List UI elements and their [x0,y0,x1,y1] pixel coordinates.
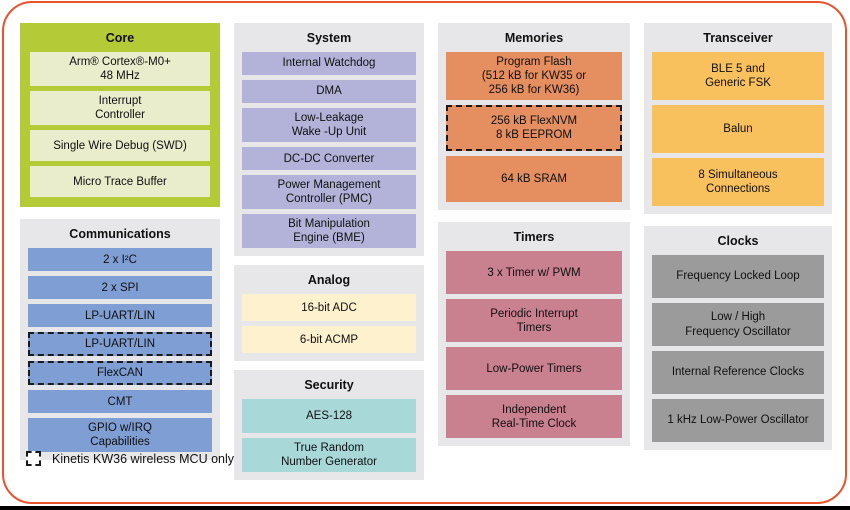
block-simultaneous-connections: 8 Simultaneous Connections [652,158,824,206]
section-communications: Communications 2 x I²C 2 x SPI LP-UART/L… [20,219,220,461]
section-transceiver-title: Transceiver [703,31,773,45]
section-memories-items: Program Flash (512 kB for KW35 or 256 kB… [446,52,622,203]
block-lp-uart-lin-2-kw36-only: LP-UART/LIN [28,332,212,357]
section-communications-title: Communications [69,227,171,242]
block-program-flash: Program Flash (512 kB for KW35 or 256 kB… [446,52,622,101]
section-communications-items: 2 x I²C 2 x SPI LP-UART/LIN LP-UART/LIN … [28,248,212,453]
dashed-box-icon [26,451,41,466]
section-clocks: Clocks Frequency Locked Loop Low / High … [644,226,832,450]
block-interrupt-controller: Interrupt Controller [30,91,210,126]
block-acmp: 6-bit ACMP [242,326,416,354]
section-clocks-title: Clocks [717,234,759,248]
block-i2c: 2 x I²C [28,248,212,272]
section-core: Core Arm® Cortex®-M0+ 48 MHz Interrupt C… [20,23,220,208]
block-true-random-number-generator: True Random Number Generator [242,438,416,473]
section-security-items: AES-128 True Random Number Generator [242,399,416,473]
block-dma: DMA [242,80,416,103]
block-low-power-timers: Low-Power Timers [446,347,622,391]
block-frequency-locked-loop: Frequency Locked Loop [652,255,824,298]
section-system-items: Internal Watchdog DMA Low-Leakage Wake -… [242,52,416,249]
column-transceiver-clocks: Transceiver BLE 5 and Generic FSK Balun … [644,23,832,480]
block-low-leakage-wakeup: Low-Leakage Wake -Up Unit [242,108,416,143]
block-low-high-frequency-oscillator: Low / High Frequency Oscillator [652,303,824,346]
block-balun: Balun [652,105,824,153]
block-spi: 2 x SPI [28,276,212,300]
section-transceiver: Transceiver BLE 5 and Generic FSK Balun … [644,23,832,214]
section-memories: Memories Program Flash (512 kB for KW35 … [438,23,630,211]
section-security: Security AES-128 True Random Number Gene… [234,370,424,481]
block-periodic-interrupt-timers: Periodic Interrupt Timers [446,299,622,343]
section-timers: Timers 3 x Timer w/ PWM Periodic Interru… [438,222,630,447]
legend-label: Kinetis KW36 wireless MCU only [52,451,234,466]
section-timers-items: 3 x Timer w/ PWM Periodic Interrupt Time… [446,251,622,439]
bottom-edge-bar [0,506,850,510]
block-arm-cortex-m0: Arm® Cortex®-M0+ 48 MHz [30,52,210,87]
block-ble5-generic-fsk: BLE 5 and Generic FSK [652,52,824,100]
block-1khz-low-power-oscillator: 1 kHz Low-Power Oscillator [652,399,824,442]
block-diagram: Core Arm® Cortex®-M0+ 48 MHz Interrupt C… [20,23,832,481]
section-analog-title: Analog [307,273,351,288]
block-internal-watchdog: Internal Watchdog [242,52,416,75]
block-lp-uart-lin-1: LP-UART/LIN [28,304,212,328]
block-micro-trace-buffer: Micro Trace Buffer [30,166,210,198]
block-aes-128: AES-128 [242,399,416,434]
section-transceiver-items: BLE 5 and Generic FSK Balun 8 Simultaneo… [652,52,824,206]
block-flexnvm-eeprom-kw36-only: 256 kB FlexNVM 8 kB EEPROM [446,105,622,152]
block-sram: 64 kB SRAM [446,156,622,203]
section-timers-title: Timers [513,230,555,245]
section-system: System Internal Watchdog DMA Low-Leakage… [234,23,424,257]
block-independent-rtc: Independent Real-Time Clock [446,395,622,439]
block-cmt: CMT [28,390,212,414]
block-adc: 16-bit ADC [242,294,416,322]
section-core-title: Core [105,31,135,45]
block-internal-reference-clocks: Internal Reference Clocks [652,351,824,394]
block-timer-pwm: 3 x Timer w/ PWM [446,251,622,295]
block-flexcan-kw36-only: FlexCAN [28,361,212,386]
block-gpio-irq: GPIO w/IRQ Capabilities [28,418,212,453]
section-system-title: System [306,31,352,45]
column-memories-timers: Memories Program Flash (512 kB for KW35 … [438,23,630,480]
section-core-items: Arm® Cortex®-M0+ 48 MHz Interrupt Contro… [30,52,210,198]
section-analog: Analog 16-bit ADC 6-bit ACMP [234,265,424,362]
column-system-analog-security: System Internal Watchdog DMA Low-Leakage… [234,23,424,481]
block-single-wire-debug: Single Wire Debug (SWD) [30,130,210,162]
legend: Kinetis KW36 wireless MCU only [26,451,234,466]
section-clocks-items: Frequency Locked Loop Low / High Frequen… [652,255,824,442]
block-bme: Bit Manipulation Engine (BME) [242,214,416,249]
section-security-title: Security [304,378,354,393]
block-dcdc-converter: DC-DC Converter [242,147,416,171]
section-memories-title: Memories [504,31,564,45]
block-pmc: Power Management Controller (PMC) [242,175,416,210]
column-core-communications: Core Arm® Cortex®-M0+ 48 MHz Interrupt C… [20,23,220,480]
section-analog-items: 16-bit ADC 6-bit ACMP [242,294,416,354]
